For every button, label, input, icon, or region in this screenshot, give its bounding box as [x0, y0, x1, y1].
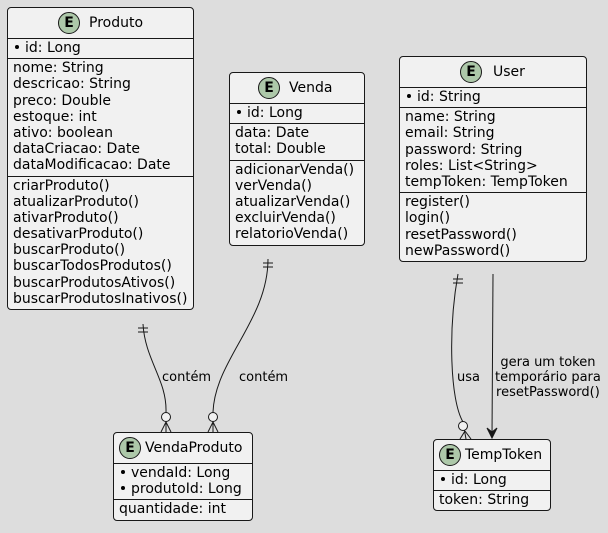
- key-field: id: String: [405, 89, 581, 105]
- field: nome: String: [13, 60, 104, 77]
- key-dot-icon: [441, 476, 445, 481]
- fields-section: data: Date total: Double: [230, 124, 364, 161]
- entity-header: E VendaProduto: [114, 433, 252, 464]
- field: data: Date: [235, 125, 310, 142]
- methods-section: register() login() resetPassword() newPa…: [400, 193, 586, 261]
- method: buscarProdutosInativos(): [13, 290, 188, 307]
- method: excluirVenda(): [235, 210, 336, 227]
- field: preco: Double: [13, 92, 111, 109]
- method: resetPassword(): [405, 226, 517, 243]
- key-field: id: Long: [13, 40, 188, 56]
- fields-section: nome: String descricao: String preco: Do…: [8, 59, 193, 177]
- entity-badge-icon: E: [58, 12, 80, 34]
- key-section: id: Long: [8, 39, 193, 60]
- entity-badge-icon: E: [119, 437, 141, 459]
- method: atualizarVenda(): [235, 193, 351, 210]
- key-dot-icon: [15, 44, 19, 49]
- entity-produto[interactable]: E Produto id: Long nome: String descrica…: [7, 7, 194, 310]
- method: atualizarProduto(): [13, 193, 139, 210]
- method: newPassword(): [405, 242, 511, 259]
- label-gera-token: gera um token temporário para resetPassw…: [495, 355, 601, 400]
- field: dataCriacao: Date: [13, 141, 141, 158]
- method: ativarProduto(): [13, 209, 119, 226]
- edge-venda-vendaproduto: [212, 258, 269, 432]
- field: tempToken: TempToken: [405, 173, 568, 190]
- entity-badge-icon: E: [439, 444, 461, 466]
- key-field: id: Long: [235, 105, 359, 121]
- key-section: vendaId: Long produtoId: Long: [114, 464, 252, 501]
- label-gera-line-3: resetPassword(): [496, 385, 600, 400]
- label-usa: usa: [457, 370, 480, 385]
- fields-section: token: String: [434, 491, 550, 510]
- key-section: id: Long: [434, 471, 550, 492]
- method: buscarProduto(): [13, 242, 126, 259]
- entity-header: E TempToken: [434, 440, 550, 471]
- methods-section: adicionarVenda() verVenda() atualizarVen…: [230, 161, 364, 245]
- entity-header: E Venda: [230, 73, 364, 104]
- entity-user[interactable]: E User id: String name: String email: St…: [399, 56, 587, 262]
- field: estoque: int: [13, 108, 97, 125]
- arrow-head: [486, 427, 498, 440]
- key-dot-icon: [121, 485, 125, 490]
- method: adicionarVenda(): [235, 161, 355, 178]
- field: password: String: [405, 141, 523, 158]
- label-venda-contem: contém: [239, 370, 289, 385]
- field: roles: List<String>: [405, 157, 538, 174]
- key-field: vendaId: Long: [119, 465, 247, 481]
- method: verVenda(): [235, 177, 313, 194]
- fields-section: name: String email: String password: Str…: [400, 108, 586, 194]
- label-gera-line-2: temporário para: [495, 370, 601, 385]
- method: login(): [405, 210, 451, 227]
- entity-name: TempToken: [465, 447, 543, 463]
- field: descricao: String: [13, 76, 131, 93]
- field: name: String: [405, 109, 496, 126]
- key-dot-icon: [237, 109, 241, 114]
- entity-name: User: [493, 64, 525, 80]
- label-gera-line-1: gera um token: [500, 355, 596, 370]
- field: total: Double: [235, 141, 326, 158]
- field: ativo: boolean: [13, 124, 113, 141]
- label-produto-contem: contém: [162, 370, 212, 385]
- key-field: produtoId: Long: [119, 481, 247, 497]
- key-dot-icon: [121, 469, 125, 474]
- entity-name: Venda: [289, 80, 333, 96]
- edge-produto-vendaproduto: [142, 323, 167, 432]
- edge-user-temptoken-gera: [491, 273, 494, 438]
- methods-section: criarProduto() atualizarProduto() ativar…: [8, 177, 193, 310]
- field: email: String: [405, 125, 495, 142]
- method: relatorioVenda(): [235, 226, 349, 243]
- entity-temptoken[interactable]: E TempToken id: Long token: String: [433, 439, 551, 512]
- method: criarProduto(): [13, 177, 110, 194]
- key-dot-icon: [407, 93, 411, 98]
- entity-badge-icon: E: [258, 77, 280, 99]
- key-field: id: Long: [439, 472, 545, 488]
- entity-header: E Produto: [8, 8, 193, 39]
- edge-user-temptoken-usa: [451, 273, 467, 440]
- entity-header: E User: [400, 57, 586, 88]
- fields-section: quantidade: int: [114, 500, 252, 519]
- field: token: String: [439, 492, 530, 509]
- entity-vendaproduto[interactable]: E VendaProduto vendaId: Long produtoId: …: [113, 432, 253, 521]
- entity-venda[interactable]: E Venda id: Long data: Date total: Doubl…: [229, 72, 365, 246]
- method: buscarProdutosAtivos(): [13, 274, 176, 291]
- field: quantidade: int: [119, 501, 226, 518]
- field: dataModificacao: Date: [13, 157, 171, 174]
- key-section: id: String: [400, 88, 586, 109]
- entity-badge-icon: E: [460, 61, 482, 83]
- method: desativarProduto(): [13, 226, 144, 243]
- key-section: id: Long: [230, 104, 364, 125]
- entity-name: VendaProduto: [145, 440, 243, 456]
- method: register(): [405, 194, 470, 211]
- entity-name: Produto: [89, 15, 144, 31]
- method: buscarTodosProdutos(): [13, 258, 172, 275]
